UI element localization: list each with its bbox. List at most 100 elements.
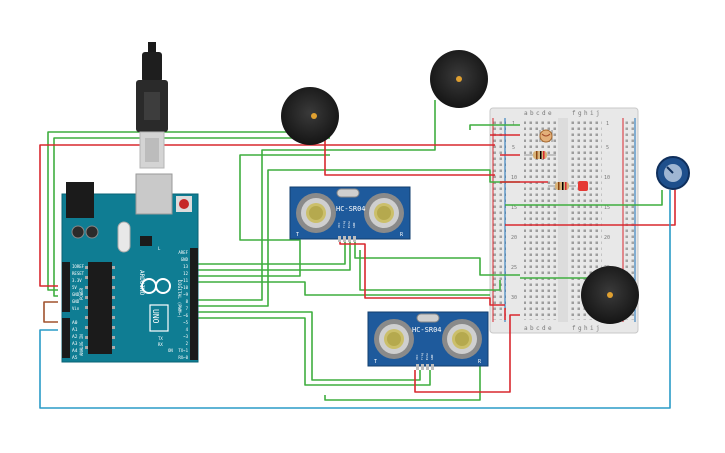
bb-col-a: a [524,110,528,117]
pin-3v3[interactable]: 3.3V [72,278,82,283]
sensor-1-label: HC-SR04 [336,205,366,213]
piezo-buzzer-2[interactable] [430,50,488,108]
wire-red-7[interactable] [339,236,505,306]
wire-blue-1[interactable] [39,190,671,409]
pin-12[interactable]: 12 [183,271,188,276]
pin-6[interactable]: ~6 [183,313,188,318]
breadboard: a b c d e f g h i j a b c d e f g h i j … [489,107,639,334]
bb-row-20: 20 [511,235,517,241]
resistor-2[interactable] [548,182,576,190]
pin-9[interactable]: ~9 [183,292,188,297]
usb-cable[interactable] [136,42,168,169]
pin-4[interactable]: 4 [186,327,189,332]
pin-3[interactable]: ~3 [183,334,188,339]
transmitter-transducer [374,319,414,359]
red-led[interactable] [578,181,588,191]
arduino-model-label: UNO [151,309,160,324]
bb-row-20-right: 20 [604,235,610,241]
wire-green-7[interactable] [196,100,436,301]
pin-vin[interactable]: Vin [72,306,80,311]
photoresistor[interactable] [539,129,553,143]
bb-col-e: e [548,110,552,117]
pin-a3[interactable]: A3 [72,341,78,347]
pin-a1[interactable]: A1 [72,327,78,333]
ultrasonic-sensor-1[interactable]: HC-SR04 T R VCC Trig Echo GND [289,186,411,242]
bb-row-10: 10 [511,175,517,181]
pin-0-rx[interactable]: RX←0 [178,355,188,360]
pin-a5[interactable]: A5 [72,355,78,361]
pin-2[interactable]: 2 [186,341,189,346]
wire-green-3[interactable] [196,236,346,265]
resistor-1[interactable] [524,151,556,159]
led-on-label: ON [168,348,173,353]
arduino-uno-board[interactable]: ARDUINO UNO DIGITAL (PWM~) ANALOG IN POW… [61,173,199,363]
wire-green-2[interactable] [53,137,330,297]
wire-green-8[interactable] [196,169,520,307]
bb-col-b-bottom: b [530,325,534,332]
bb-col-a-bottom: a [524,325,528,332]
sensor-1-r-label: R [400,232,404,238]
digital-pwm-label: DIGITAL (PWM~) [176,280,182,318]
bb-row-15: 15 [511,205,517,211]
receiver-transducer [364,193,404,233]
wire-green-4[interactable] [196,236,351,271]
sensor-2-r-label: R [478,359,482,365]
wire-green-6[interactable] [196,281,490,296]
pin-5[interactable]: ~5 [183,320,188,325]
piezo-buzzer-3[interactable] [581,266,639,324]
led-rx-label: RX [158,342,163,347]
pin-11[interactable]: ~11 [181,278,189,283]
atmega-chip [88,262,112,354]
pin-gnd-2[interactable]: GND [72,299,80,304]
wire-red-2[interactable] [324,140,495,176]
pin-10[interactable]: ~10 [181,285,189,290]
power-label: POWER [79,287,84,300]
sensor-2-pin-trig: Trig [420,353,424,360]
bb-col-c: c [536,110,540,117]
pin-ioref[interactable]: IOREF [72,264,85,269]
sensor-1-pin-gnd: GND [352,222,356,228]
pin-13[interactable]: 13 [183,264,188,269]
pin-a2[interactable]: A2 [72,334,78,340]
ultrasonic-sensor-2[interactable]: HC-SR04 T R VCC Trig Echo GND [367,311,489,370]
wire-red-1[interactable] [39,144,495,287]
wire-green-12[interactable] [505,190,663,206]
bb-row-5-right: 5 [606,145,609,151]
sensor-2-t-label: T [374,359,377,365]
pin-gnd-1[interactable]: GND [72,292,80,297]
pin-gnd-d[interactable]: GND [181,257,189,262]
wire-green-15[interactable] [354,236,520,276]
potentiometer[interactable] [656,156,690,190]
pin-8[interactable]: 8 [186,299,189,304]
pin-5v[interactable]: 5V [72,285,77,290]
sensor-2-pin-gnd: GND [430,354,434,360]
wire-red-8[interactable] [414,314,520,393]
wire-green-5[interactable] [196,154,330,277]
bb-col-h-bottom: h [584,325,588,332]
bb-row-1-right: 1 [606,121,609,127]
bb-col-d-bottom: d [542,325,546,332]
piezo-buzzer-1[interactable] [281,87,339,145]
wire-red-6[interactable] [505,185,676,226]
pin-1-tx[interactable]: TX→1 [178,348,188,353]
pin-a4[interactable]: A4 [72,348,78,354]
bb-row-30: 30 [511,295,517,301]
wire-green-9[interactable] [196,311,421,381]
pin-aref[interactable]: AREF [178,250,188,255]
bb-col-e-bottom: e [548,325,552,332]
pin-a0[interactable]: A0 [72,320,78,326]
wire-green-14[interactable] [359,250,501,291]
bb-row-5: 5 [512,145,515,151]
wire-brown-1[interactable] [43,301,58,323]
sensor-2-pin-echo: Echo [425,353,429,360]
sensor-2-pin-vcc: VCC [415,354,419,360]
pin-7[interactable]: 7 [186,306,189,311]
wire-green-10[interactable] [196,317,431,386]
bb-col-i-bottom: i [590,325,594,332]
sensor-2-label: HC-SR04 [412,326,442,334]
bb-col-d: d [542,110,546,117]
arduino-brand-label: ARDUINO [138,270,145,296]
wire-green-11[interactable] [469,124,520,130]
pin-reset[interactable]: RESET [72,271,85,276]
